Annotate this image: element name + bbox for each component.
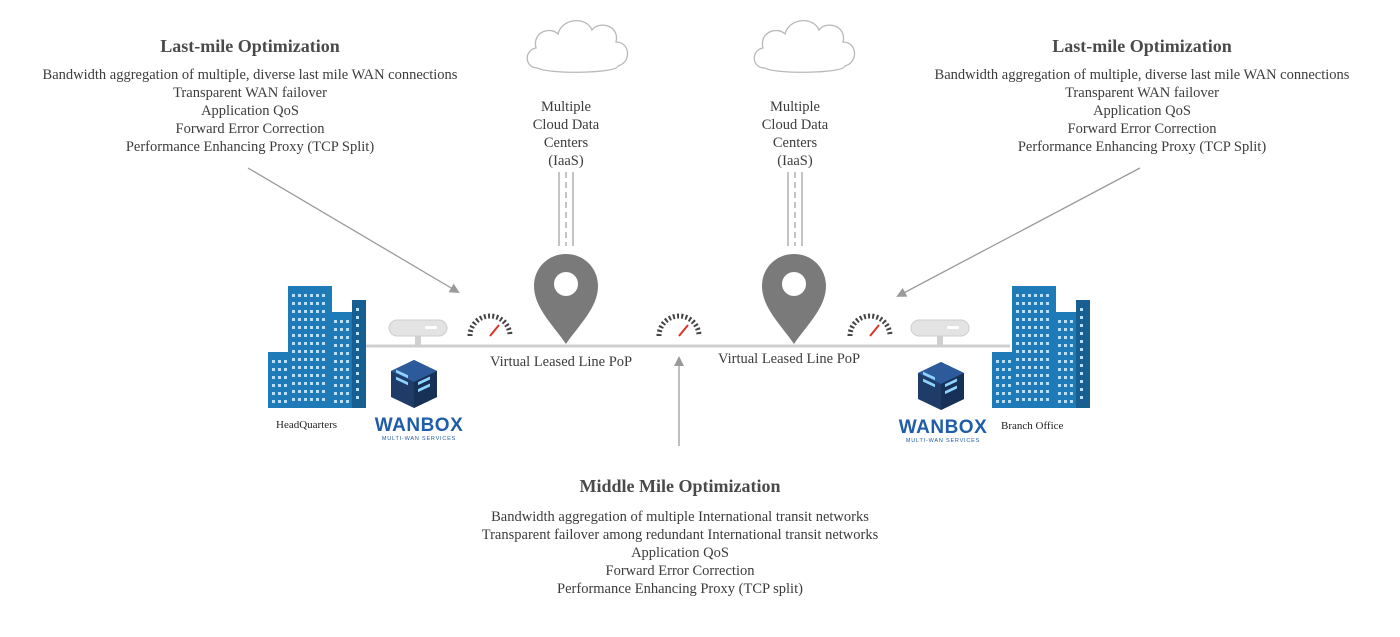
cloud-label-line: Multiple (770, 99, 820, 115)
building-icon (992, 286, 1090, 408)
router-icon (910, 319, 970, 346)
list-item: Performance Enhancing Proxy (TCP split) (557, 581, 803, 597)
cloud-label: Multiple Cloud Data Centers (IaaS) (735, 98, 855, 170)
building-icon (268, 286, 366, 408)
list-item: Forward Error Correction (175, 121, 325, 137)
wanbox-tagline: MULTI-WAN SERVICES (905, 438, 981, 444)
left-panel-title: Last-mile Optimization (160, 36, 340, 56)
cloud-label-line: (IaaS) (548, 153, 584, 169)
location-pin-icon (762, 254, 826, 344)
wanbox-logo-icon (918, 362, 964, 410)
headquarters-label: HeadQuarters (276, 419, 338, 431)
arrow-left-panel (247, 167, 460, 294)
list-item: Transparent WAN failover (1065, 85, 1219, 101)
cloud-label-line: Cloud Data (532, 117, 600, 133)
wanbox-logo: WANBOX MULTI-WAN SERVICES (374, 415, 464, 443)
pop-label: Virtual Leased Line PoP (490, 354, 633, 370)
list-item: Forward Error Correction (605, 563, 755, 579)
wanbox-logo: WANBOX MULTI-WAN SERVICES (898, 417, 988, 445)
list-item: Bandwidth aggregation of multiple, diver… (42, 67, 458, 83)
location-pin-icon (534, 254, 598, 344)
right-panel-title: Last-mile Optimization (1052, 36, 1232, 56)
left-panel-items: Bandwidth aggregation of multiple, diver… (20, 66, 480, 156)
middle-panel-title: Middle Mile Optimization (579, 476, 781, 496)
list-item: Forward Error Correction (1067, 121, 1217, 137)
list-item: Bandwidth aggregation of multiple Intern… (491, 509, 869, 525)
list-item: Performance Enhancing Proxy (TCP Split) (1017, 139, 1267, 155)
cloud-icon (753, 19, 856, 73)
right-panel-items: Bandwidth aggregation of multiple, diver… (912, 66, 1372, 156)
router-icon (388, 319, 448, 346)
cloud-label-line: Multiple (541, 99, 591, 115)
speed-gauge-icon (847, 313, 893, 337)
wanbox-tagline: MULTI-WAN SERVICES (381, 436, 457, 442)
cloud-link (787, 172, 803, 246)
cloud-label-line: Cloud Data (761, 117, 829, 133)
arrow-right-panel (896, 167, 1141, 297)
cloud-label: Multiple Cloud Data Centers (IaaS) (506, 98, 626, 170)
cloud-label-line: Centers (543, 135, 589, 151)
speed-gauge-icon (656, 313, 702, 337)
speed-gauge-icon (467, 313, 513, 337)
middle-panel-items: Bandwidth aggregation of multiple Intern… (440, 508, 920, 598)
list-item: Transparent WAN failover (173, 85, 327, 101)
pop-label: Virtual Leased Line PoP (718, 351, 861, 367)
list-item: Application QoS (1093, 103, 1191, 119)
list-item: Application QoS (201, 103, 299, 119)
cloud-label-line: (IaaS) (777, 153, 813, 169)
cloud-label-line: Centers (772, 135, 818, 151)
wanbox-brand: WANBOX (374, 415, 464, 436)
wanbox-brand: WANBOX (898, 417, 988, 438)
cloud-icon (526, 19, 629, 73)
list-item: Transparent failover among redundant Int… (481, 527, 879, 543)
list-item: Bandwidth aggregation of multiple, diver… (934, 67, 1350, 83)
list-item: Performance Enhancing Proxy (TCP Split) (125, 139, 375, 155)
cloud-link (558, 172, 574, 246)
wanbox-logo-icon (391, 360, 437, 408)
branch-office-label: Branch Office (1001, 420, 1064, 432)
list-item: Application QoS (631, 545, 729, 561)
